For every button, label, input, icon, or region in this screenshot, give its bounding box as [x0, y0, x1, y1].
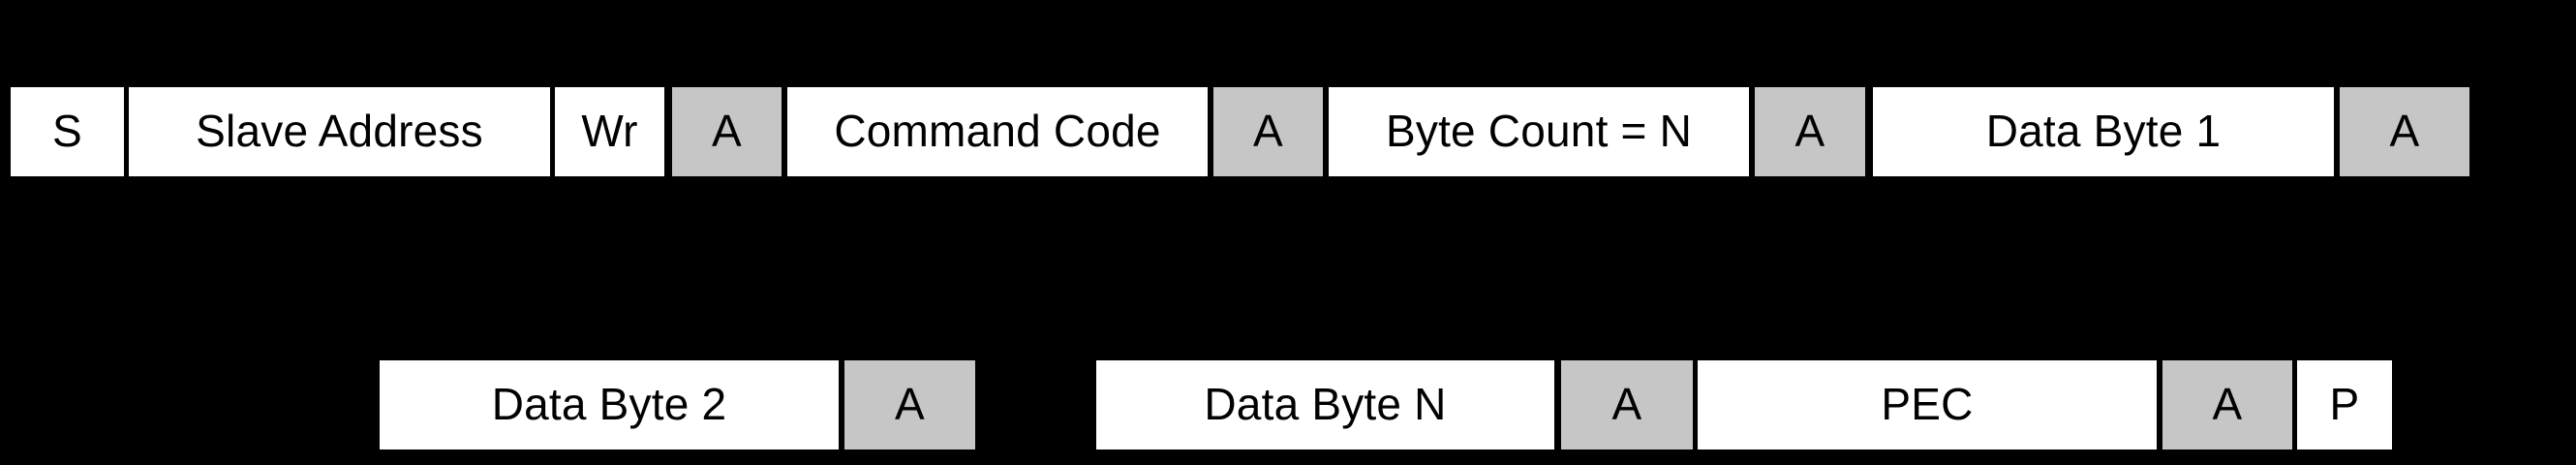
protocol-field-p: P: [2297, 360, 2392, 450]
protocol-field-data-byte-1: Data Byte 1: [1873, 87, 2334, 176]
protocol-field-a: A: [2340, 87, 2469, 176]
protocol-field-label: Byte Count = N: [1385, 106, 1693, 156]
protocol-field-command-code: Command Code: [787, 87, 1208, 176]
protocol-field-label: A: [1253, 106, 1283, 156]
protocol-field-label: A: [1794, 106, 1825, 156]
protocol-field-label: P: [2329, 379, 2360, 429]
protocol-field-label: PEC: [1881, 379, 1974, 429]
protocol-field-data-byte-n: Data Byte N: [1096, 360, 1554, 450]
protocol-field-label: A: [1611, 379, 1642, 429]
protocol-field-label: A: [895, 379, 925, 429]
protocol-field-label: Data Byte 2: [491, 379, 727, 429]
protocol-field-a: A: [1561, 360, 1693, 450]
protocol-field-label: A: [2389, 106, 2420, 156]
protocol-field-slave-address: Slave Address: [129, 87, 550, 176]
protocol-field-s: S: [11, 87, 124, 176]
protocol-field-a: A: [672, 87, 782, 176]
protocol-field-a: A: [2162, 360, 2292, 450]
protocol-field-a: A: [1213, 87, 1323, 176]
protocol-field-data-byte-2: Data Byte 2: [380, 360, 839, 450]
protocol-field-label: Data Byte N: [1204, 379, 1447, 429]
protocol-field-wr: Wr: [555, 87, 664, 176]
protocol-field-label: S: [52, 106, 82, 156]
protocol-field-label: Data Byte 1: [1985, 106, 2222, 156]
protocol-field-label: A: [2212, 379, 2243, 429]
protocol-field-label: Command Code: [834, 106, 1161, 156]
protocol-field-label: A: [712, 106, 742, 156]
protocol-field-a: A: [844, 360, 975, 450]
protocol-field-a: A: [1755, 87, 1865, 176]
protocol-field-label: Wr: [581, 106, 638, 156]
protocol-field-label: Slave Address: [196, 106, 483, 156]
protocol-field-pec: PEC: [1698, 360, 2157, 450]
protocol-field-byte-count-n: Byte Count = N: [1329, 87, 1749, 176]
